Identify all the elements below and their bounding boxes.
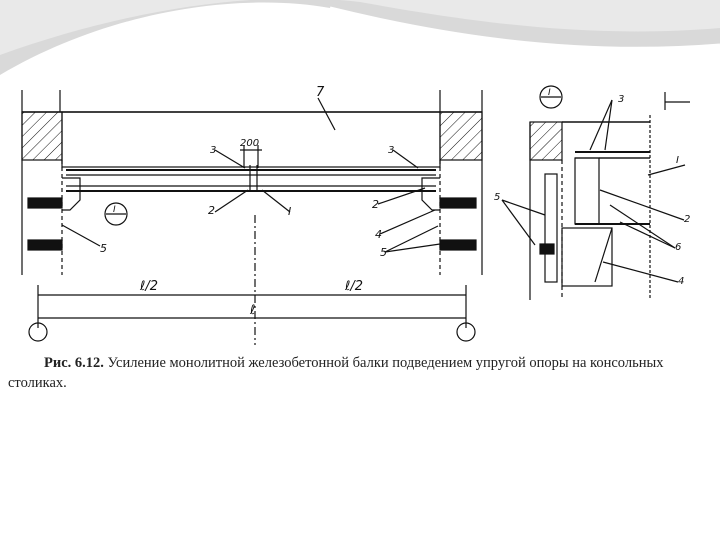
label-section-1: I xyxy=(676,155,679,166)
slide-header-swoosh xyxy=(0,0,720,75)
label-item-3-left: 3 xyxy=(210,145,216,156)
label-item-2-left: 2 xyxy=(208,204,215,217)
label-half-span-right: ℓ/2 xyxy=(344,279,363,294)
label-section-3: 3 xyxy=(618,94,624,105)
label-section-mark: I xyxy=(113,205,116,215)
label-item-5-right: 5 xyxy=(380,246,387,259)
beam-reinforcement-drawing: 7 200 3 3 2 I 2 4 5 5 I ℓ/2 ℓ/2 ℓ I 3 I … xyxy=(21,85,690,345)
figure-number: Рис. 6.12. xyxy=(44,355,104,371)
caption-text: Усиление монолитной железобетонной балки… xyxy=(8,355,664,391)
label-section-4: 4 xyxy=(678,276,684,287)
label-section-5: 5 xyxy=(494,192,500,203)
reinforcing-beam xyxy=(66,165,436,192)
section-view xyxy=(501,85,690,300)
label-slab: 7 xyxy=(316,85,325,100)
label-section-6: 6 xyxy=(675,242,681,253)
label-item-2-right: 2 xyxy=(372,198,379,211)
label-section-circle: I xyxy=(548,88,551,98)
label-span: ℓ xyxy=(249,303,255,318)
label-dim-200: 200 xyxy=(240,138,259,149)
label-section-2: 2 xyxy=(684,214,690,225)
label-item-1: I xyxy=(288,205,291,218)
figure-caption: Рис. 6.12. Усиление монолитной железобет… xyxy=(8,353,698,393)
label-item-5-left: 5 xyxy=(100,242,107,255)
label-item-4: 4 xyxy=(375,228,382,241)
label-item-3-right: 3 xyxy=(388,145,394,156)
label-half-span-left: ℓ/2 xyxy=(139,279,158,294)
